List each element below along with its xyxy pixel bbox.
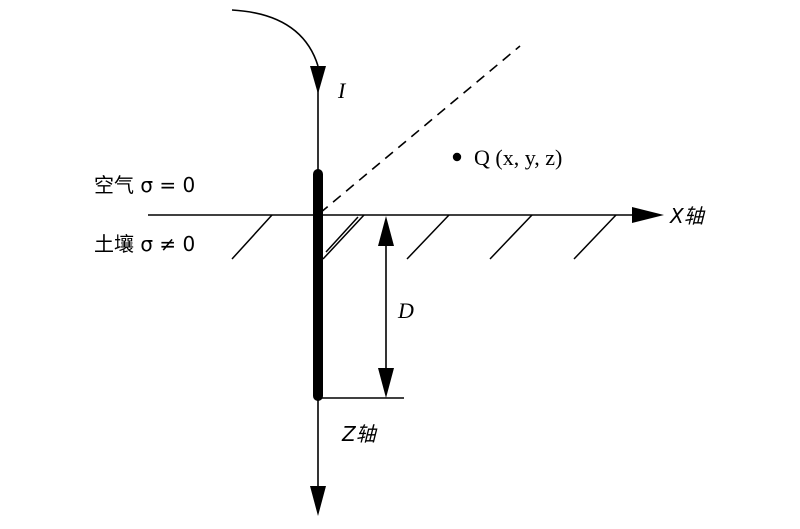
dashed-line [319, 45, 521, 214]
z-axis-arrowhead [310, 486, 326, 516]
x-axis-label: X轴 [669, 204, 706, 228]
depth-label: D [397, 298, 414, 323]
current-label: I [337, 78, 347, 103]
soil-label: 土壤 σ ≠ 0 [94, 232, 195, 256]
current-arrowhead [310, 66, 326, 94]
point-q-dot [452, 152, 462, 162]
depth-arrow-top [378, 216, 394, 246]
current-curve [231, 9, 319, 67]
air-label: 空气 σ = 0 [94, 173, 195, 197]
depth-arrow-bottom [378, 368, 394, 398]
rod-hatch [325, 216, 359, 253]
soil-hatching [231, 214, 617, 260]
x-axis-arrowhead [632, 207, 664, 223]
point-q-label: Q (x, y, z) [474, 145, 562, 170]
z-axis-label: Z轴 [341, 422, 378, 446]
